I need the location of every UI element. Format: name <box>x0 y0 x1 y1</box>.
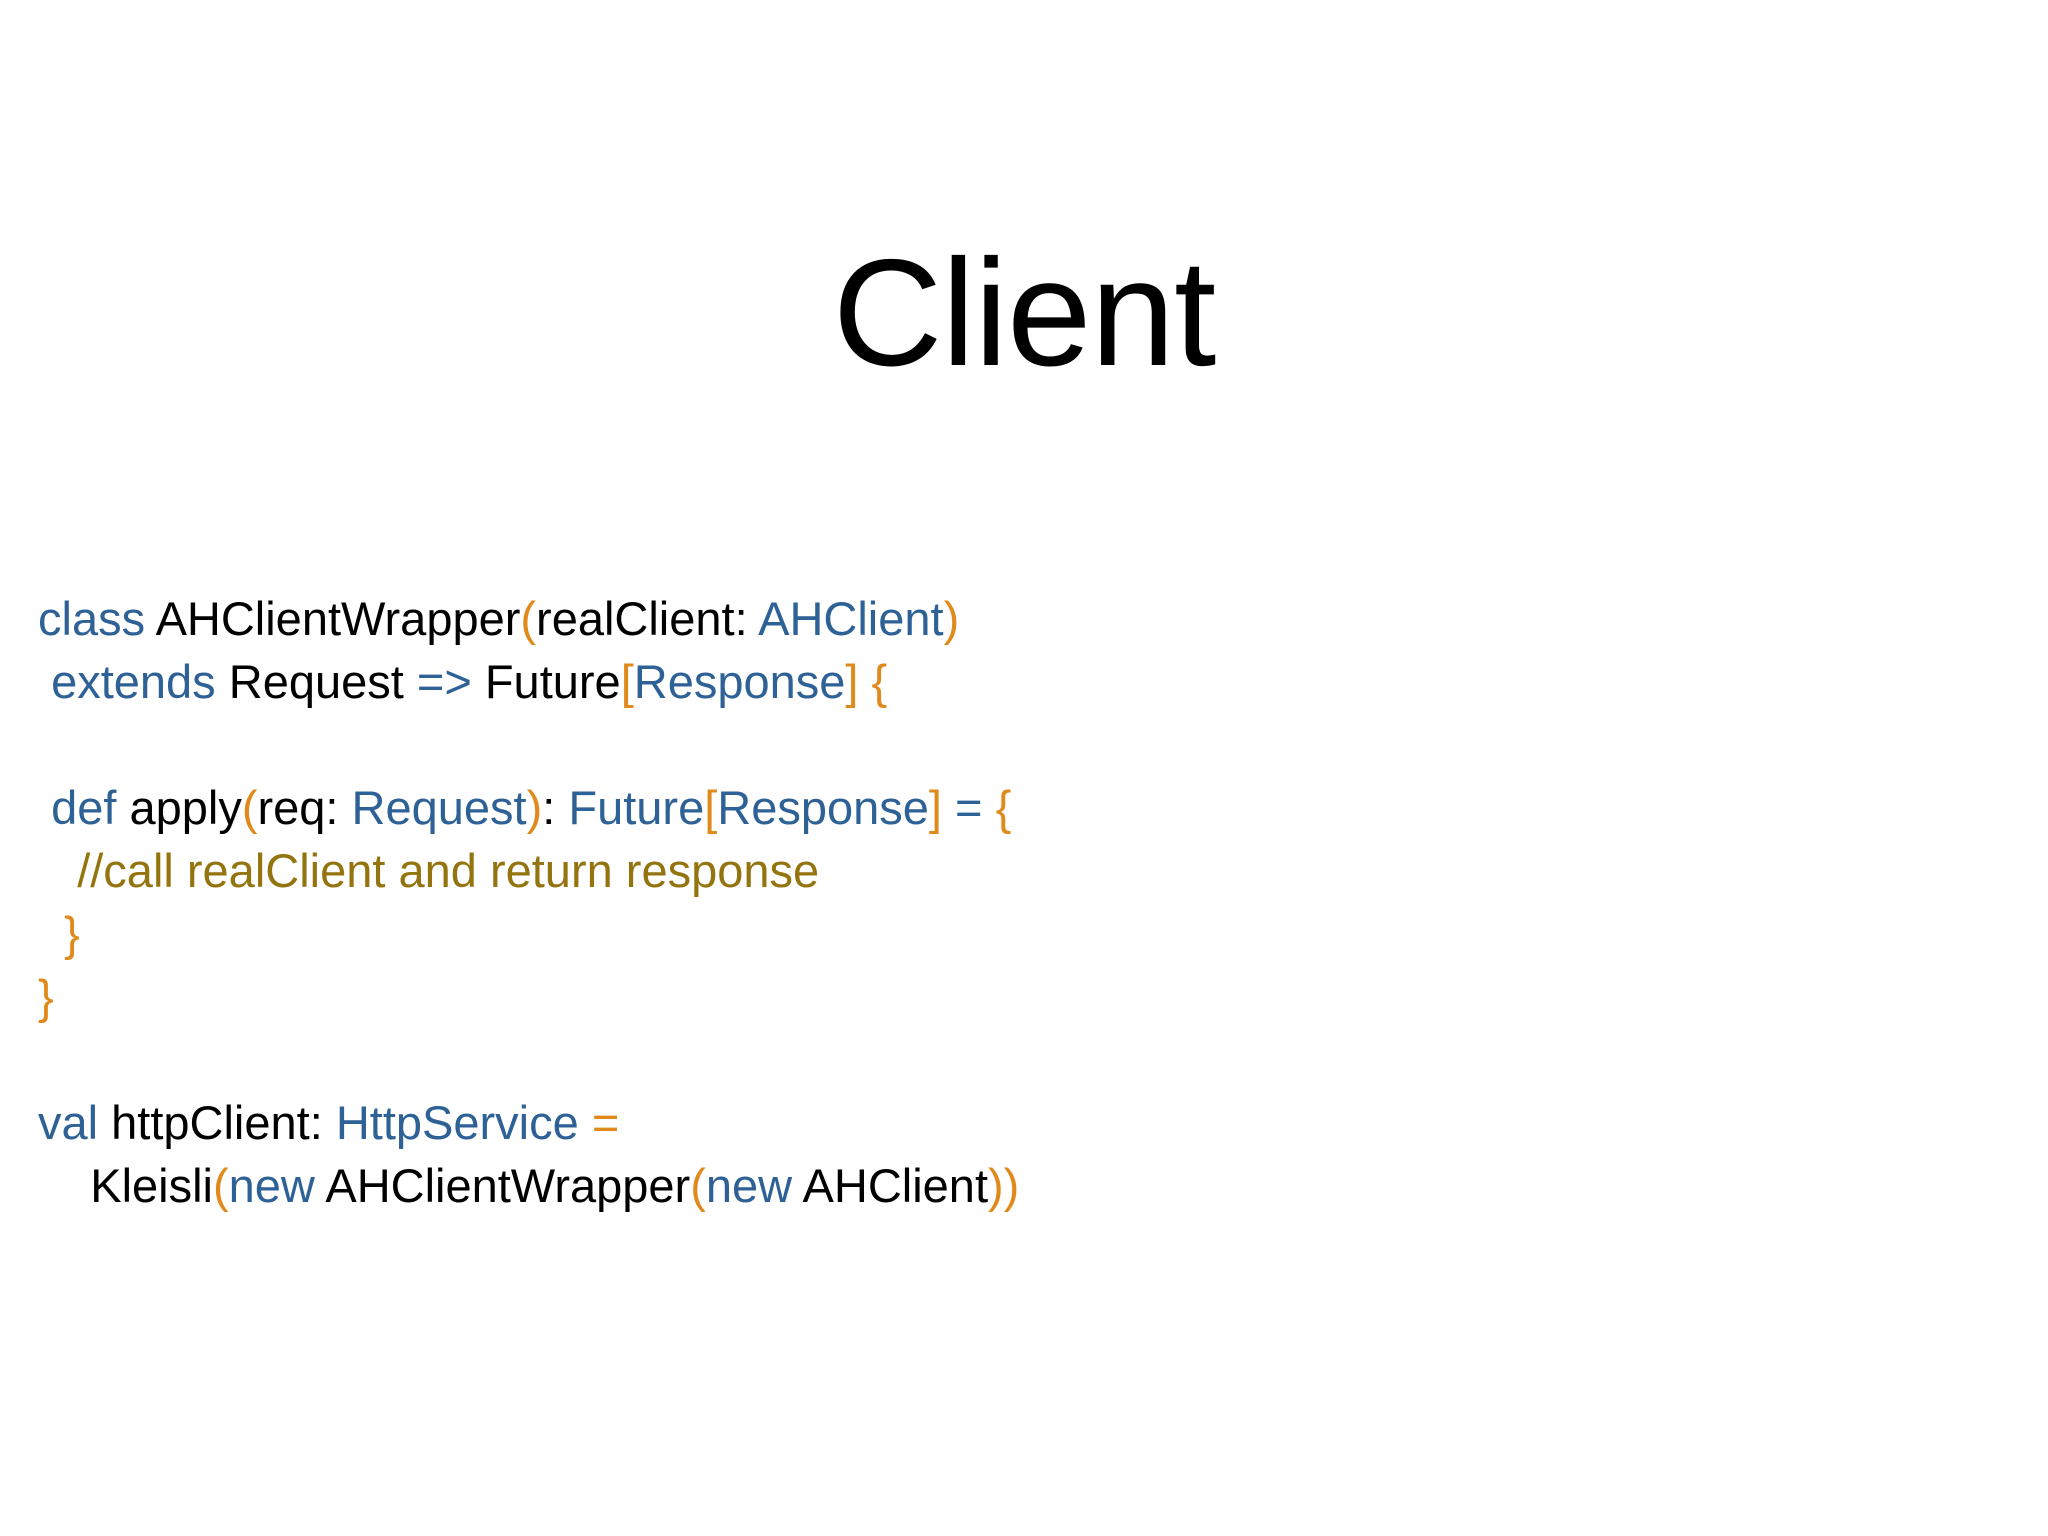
code-token-punctuation: { <box>995 781 1012 834</box>
code-line: Kleisli(new AHClientWrapper(new AHClient… <box>38 1154 1938 1217</box>
code-token-punctuation: ( <box>520 592 537 645</box>
code-token-punctuation: ( <box>690 1159 706 1212</box>
code-token-plain <box>579 1096 592 1149</box>
code-token-punctuation: } <box>64 907 80 960</box>
code-token-punctuation: ( <box>241 781 258 834</box>
code-token-plain <box>472 655 485 708</box>
code-line: def apply(req: Request): Future[Response… <box>38 776 1938 839</box>
code-token-plain <box>38 655 51 708</box>
code-line: class AHClientWrapper(realClient: AHClie… <box>38 587 1938 650</box>
code-line: val httpClient: HttpService = <box>38 1091 1938 1154</box>
code-token-punctuation: { <box>871 655 888 708</box>
code-token-plain <box>38 907 64 960</box>
code-token-plain: Kleisli <box>90 1159 213 1212</box>
code-token-operator-blue: = <box>955 781 983 834</box>
code-token-keyword: new <box>705 1159 793 1212</box>
code-token-plain: Future <box>484 655 621 708</box>
code-token-operator-blue: => <box>416 655 472 708</box>
code-token-plain <box>38 781 51 834</box>
code-token-type: Request <box>351 781 527 834</box>
code-token-type: HttpService <box>335 1096 579 1149</box>
code-token-comment: //call realClient and return response <box>77 844 820 897</box>
code-token-punctuation: [ <box>704 781 718 834</box>
code-token-punctuation: [ <box>620 655 634 708</box>
code-token-type: Response <box>717 781 929 834</box>
code-line <box>38 1028 1938 1091</box>
code-token-type: AHClient <box>758 592 944 645</box>
code-token-punctuation: ( <box>213 1159 229 1212</box>
code-token-plain: Request <box>228 655 404 708</box>
code-line: //call realClient and return response <box>38 839 1938 902</box>
code-token-keyword: class <box>38 592 146 645</box>
code-token-operator-orange: = <box>591 1096 620 1149</box>
page-title: Client <box>832 227 1217 398</box>
code-token-plain <box>792 1159 802 1212</box>
code-token-punctuation: ] <box>845 655 859 708</box>
code-token-plain <box>216 655 229 708</box>
code-token-plain: : <box>542 781 569 834</box>
code-token-plain <box>38 844 77 897</box>
code-token-keyword: new <box>228 1159 315 1212</box>
code-token-plain <box>116 781 129 834</box>
code-token-punctuation: } <box>38 970 54 1023</box>
code-block: class AHClientWrapper(realClient: AHClie… <box>38 587 1938 1217</box>
code-token-keyword: extends <box>51 655 216 708</box>
code-line: extends Request => Future[Response] { <box>38 650 1938 713</box>
code-token-punctuation: ) <box>1003 1159 1020 1212</box>
code-token-plain: AHClientWrapper <box>155 592 521 645</box>
code-line: } <box>38 902 1938 965</box>
code-token-plain <box>404 655 417 708</box>
code-token-plain: realClient: <box>536 592 759 645</box>
code-token-keyword: val <box>38 1096 99 1149</box>
code-token-punctuation: ) <box>988 1159 1004 1212</box>
code-token-plain <box>38 1159 90 1212</box>
code-token-plain <box>942 781 955 834</box>
code-token-punctuation: ) <box>943 592 960 645</box>
code-token-punctuation: ) <box>526 781 543 834</box>
code-token-type: Response <box>633 655 846 708</box>
code-token-plain <box>145 592 155 645</box>
code-line <box>38 713 1938 776</box>
code-token-punctuation: ] <box>928 781 942 834</box>
code-token-plain: AHClient <box>802 1159 988 1212</box>
code-token-keyword: def <box>51 781 117 834</box>
code-token-plain: req: <box>257 781 352 834</box>
code-token-plain: apply <box>129 781 242 834</box>
code-line: } <box>38 965 1938 1028</box>
code-token-plain: AHClientWrapper <box>325 1159 691 1212</box>
code-token-plain <box>98 1096 111 1149</box>
code-token-plain <box>983 781 996 834</box>
code-token-plain <box>315 1159 325 1212</box>
code-token-plain: httpClient: <box>111 1096 336 1149</box>
code-token-plain <box>858 655 871 708</box>
code-token-type: Future <box>568 781 705 834</box>
